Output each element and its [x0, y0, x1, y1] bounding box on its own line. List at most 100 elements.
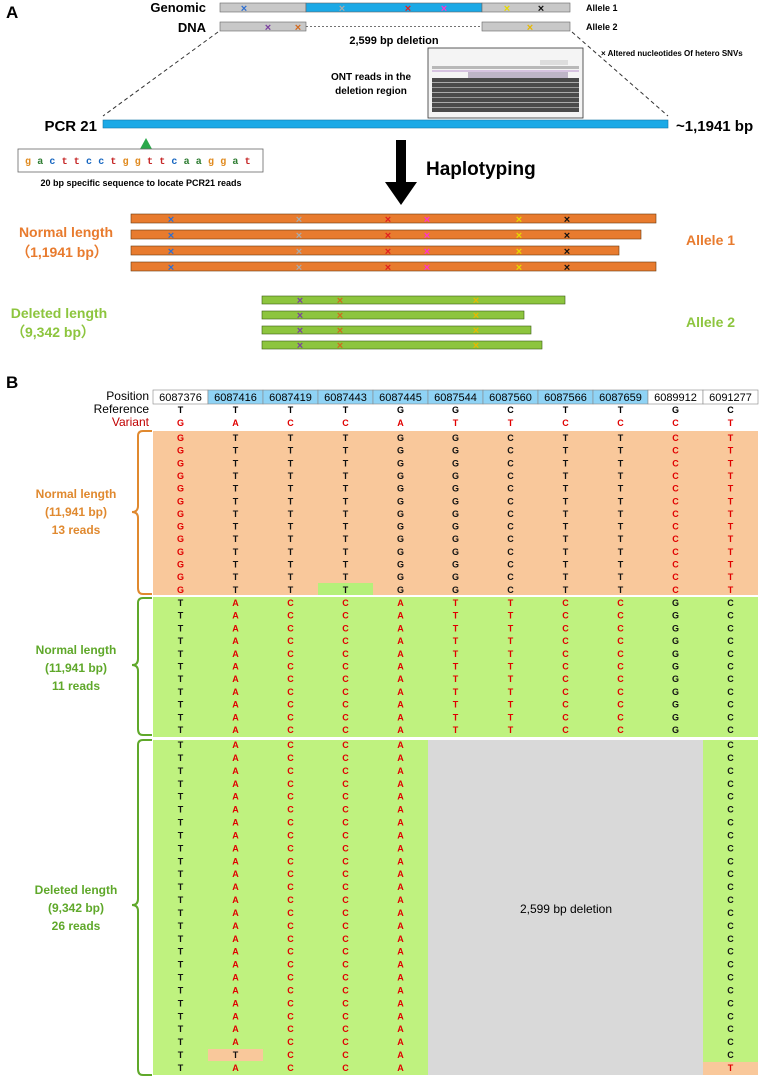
read-base: C: [617, 611, 624, 621]
read-base: A: [397, 882, 404, 892]
normal-length-label: Normal length: [19, 224, 113, 240]
read-base: C: [342, 1011, 349, 1021]
read-base: A: [397, 895, 404, 905]
read-base: T: [508, 700, 514, 710]
reference-base: T: [563, 405, 569, 415]
read-base: G: [397, 458, 404, 468]
read-base: T: [563, 458, 569, 468]
snv-mark-icon: ×: [385, 214, 391, 226]
read-base: T: [563, 547, 569, 557]
read-base: A: [232, 973, 239, 983]
read-base: C: [727, 869, 734, 879]
read-base: C: [342, 1063, 349, 1073]
variant-base: A: [232, 418, 239, 428]
position-header: 6087659: [599, 392, 642, 404]
group3-label-2: (9,342 bp): [48, 901, 104, 915]
read-base: C: [507, 572, 514, 582]
sequence-letter: g: [25, 157, 31, 168]
snv-mark-icon: ×: [296, 214, 302, 226]
row-title-reference: Reference: [94, 402, 150, 416]
read-base: C: [342, 818, 349, 828]
read-base: C: [342, 998, 349, 1008]
read-base: T: [618, 560, 624, 570]
sequence-letter: g: [135, 157, 141, 168]
normal-length-bp: （1,1941 bp）: [16, 244, 108, 260]
read-base: C: [287, 700, 294, 710]
read-base: C: [727, 712, 734, 722]
read-base: A: [232, 649, 239, 659]
read-base: T: [288, 433, 294, 443]
read-base: T: [453, 649, 459, 659]
read-base: T: [178, 636, 184, 646]
haplotyping-arrow-icon: [385, 140, 417, 205]
read-base: A: [232, 662, 239, 672]
read-base: C: [507, 534, 514, 544]
ont-reads-thumbnail: [427, 47, 584, 119]
read-base: C: [727, 985, 734, 995]
variant-base: C: [617, 418, 624, 428]
read-base: T: [618, 484, 624, 494]
read-base: C: [287, 1050, 294, 1060]
read-base: A: [397, 779, 404, 789]
read-base: C: [342, 700, 349, 710]
read-base: C: [727, 662, 734, 672]
read-base: G: [452, 458, 459, 468]
read-base: G: [452, 509, 459, 519]
read-base: C: [287, 947, 294, 957]
read-base: T: [563, 560, 569, 570]
read-base: C: [342, 985, 349, 995]
variant-base: T: [508, 418, 514, 428]
read-base: G: [177, 433, 184, 443]
read-base: C: [617, 649, 624, 659]
read-base: C: [287, 687, 294, 697]
read-base: A: [397, 908, 404, 918]
read-base: T: [508, 611, 514, 621]
read-base: C: [727, 753, 734, 763]
read-base: T: [453, 598, 459, 608]
highlight-cell: [703, 1062, 758, 1075]
read-base: C: [672, 471, 679, 481]
read-base: T: [508, 662, 514, 672]
read-base: T: [563, 534, 569, 544]
read-base: C: [342, 623, 349, 633]
read-base: C: [727, 843, 734, 853]
read-base: C: [727, 687, 734, 697]
sequence-letter: a: [37, 157, 43, 168]
read-base: C: [507, 509, 514, 519]
read-base: A: [232, 960, 239, 970]
read-base: A: [232, 1011, 239, 1021]
sequence-box: [17, 148, 264, 173]
read-base: T: [343, 433, 349, 443]
read-base: A: [397, 725, 404, 735]
read-base: T: [178, 623, 184, 633]
read-base: C: [342, 766, 349, 776]
read-base: C: [287, 766, 294, 776]
read-base: T: [178, 947, 184, 957]
group2-label-3: 11 reads: [52, 679, 100, 693]
read-base: T: [618, 509, 624, 519]
ont-label-2: deletion region: [335, 86, 407, 97]
read-base: T: [178, 1024, 184, 1034]
read-base: C: [727, 998, 734, 1008]
read-base: C: [562, 636, 569, 646]
read-base: A: [232, 818, 239, 828]
variant-base: T: [728, 418, 734, 428]
read-base: G: [397, 522, 404, 532]
read-base: A: [397, 985, 404, 995]
read-base: T: [178, 725, 184, 735]
position-header: 6087416: [214, 392, 257, 404]
read-base: A: [232, 895, 239, 905]
read-base: C: [727, 921, 734, 931]
read-base: A: [232, 687, 239, 697]
read-base: C: [287, 843, 294, 853]
read-base: A: [397, 1037, 404, 1047]
read-base: C: [672, 433, 679, 443]
read-base: T: [178, 998, 184, 1008]
allele1-read-bars: ××××××××××××××××××××××××: [130, 213, 657, 274]
read-base: C: [507, 484, 514, 494]
read-base: C: [562, 662, 569, 672]
read-base: A: [397, 712, 404, 722]
sequence-letter: a: [196, 157, 202, 168]
read-base: G: [452, 446, 459, 456]
read-base: C: [727, 830, 734, 840]
